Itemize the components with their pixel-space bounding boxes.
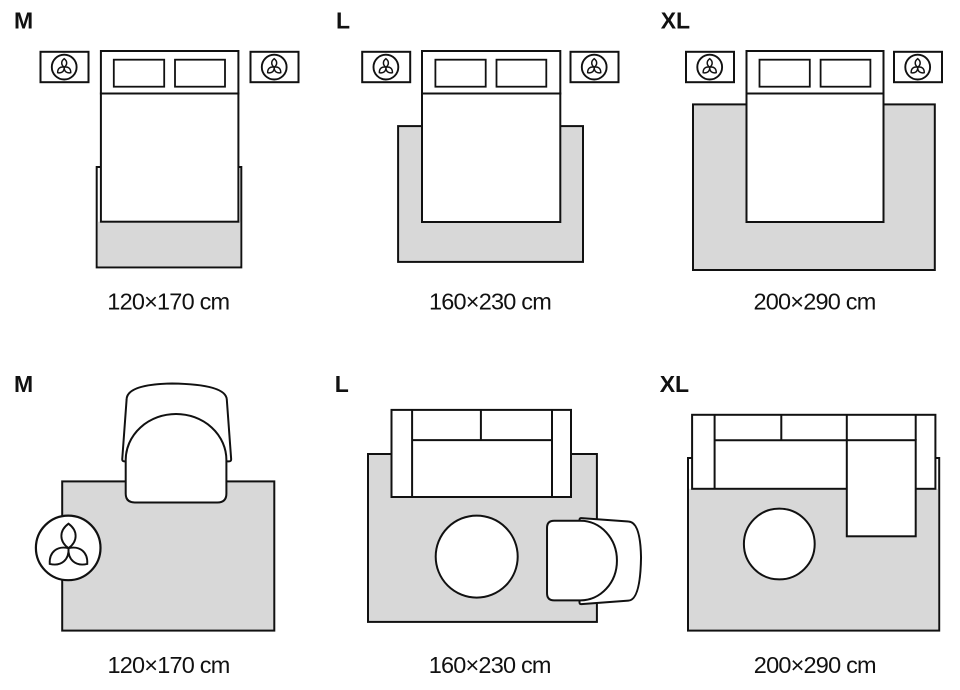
- svg-text:M: M: [14, 8, 33, 34]
- svg-text:160×230 cm: 160×230 cm: [429, 289, 551, 315]
- svg-text:XL: XL: [661, 8, 690, 34]
- svg-text:200×290 cm: 200×290 cm: [754, 652, 876, 678]
- svg-text:120×170 cm: 120×170 cm: [107, 289, 229, 315]
- svg-text:160×230 cm: 160×230 cm: [429, 652, 551, 678]
- svg-text:XL: XL: [660, 371, 689, 397]
- svg-text:120×170 cm: 120×170 cm: [108, 652, 230, 678]
- svg-text:L: L: [336, 8, 350, 34]
- svg-text:L: L: [335, 371, 349, 397]
- svg-text:200×290 cm: 200×290 cm: [754, 289, 876, 315]
- svg-text:M: M: [14, 371, 33, 397]
